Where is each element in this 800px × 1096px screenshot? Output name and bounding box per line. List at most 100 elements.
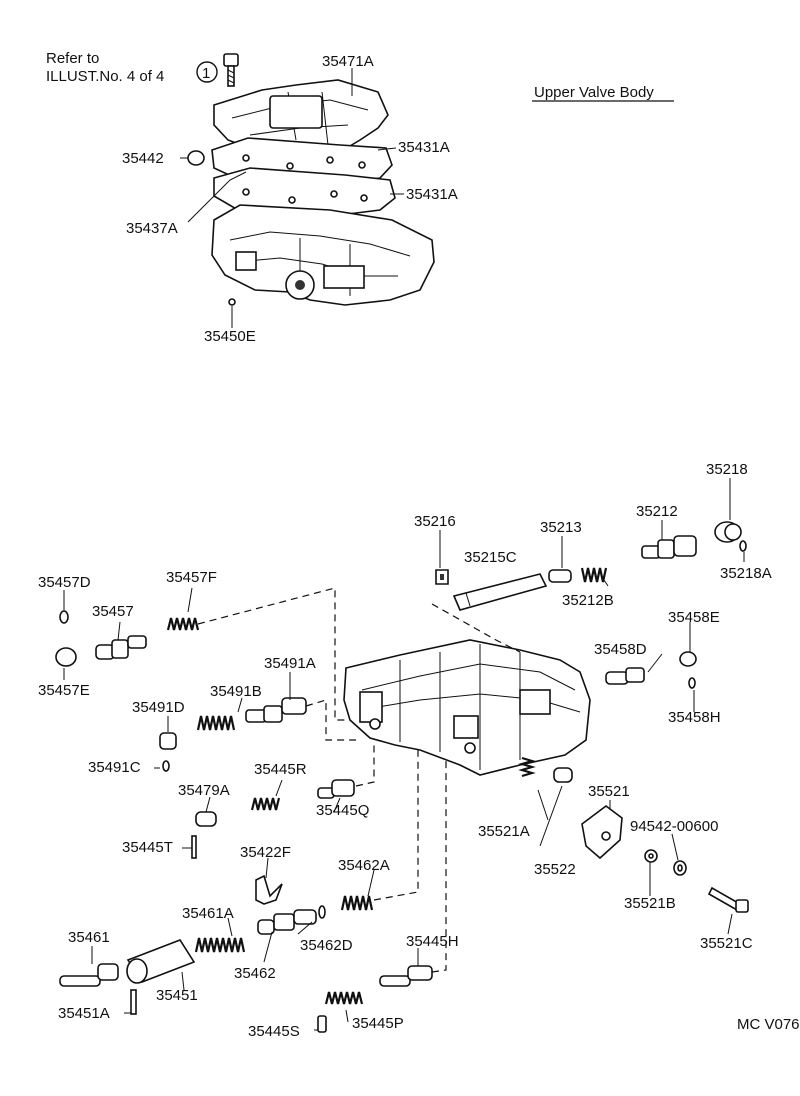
sleeve-35451 <box>126 939 196 984</box>
label-35431A-1: 35431A <box>398 139 450 156</box>
gasket-ring-35442 <box>187 150 205 166</box>
label-35451A: 35451A <box>58 1005 110 1022</box>
label-35422F: 35422F <box>240 844 291 861</box>
section-title: Upper Valve Body <box>534 84 654 101</box>
upper-valve-body <box>211 204 435 306</box>
label-35431A-2: 35431A <box>406 186 458 203</box>
label-35212: 35212 <box>636 503 678 520</box>
label-35213: 35213 <box>540 519 582 536</box>
label-35445P: 35445P <box>352 1015 404 1032</box>
valve-35461 <box>59 963 119 987</box>
diagram-code: MC V076 <box>737 1016 800 1033</box>
assembly-line-35491 <box>305 699 360 741</box>
refer-circle <box>196 61 218 83</box>
assembly-line-35445q <box>355 742 375 787</box>
spring-35445r <box>250 797 281 811</box>
valve-35491a <box>245 697 307 723</box>
label-35522: 35522 <box>534 861 576 878</box>
assembly-line-35445h <box>431 760 447 973</box>
plug-35522 <box>553 767 573 783</box>
label-35445S: 35445S <box>248 1023 300 1040</box>
label-35212B: 35212B <box>562 592 614 609</box>
label-35445R: 35445R <box>254 761 307 778</box>
clip-35458h <box>688 677 696 689</box>
sleeve-35215c <box>452 573 548 611</box>
label-35462D: 35462D <box>300 937 353 954</box>
label-35215C: 35215C <box>464 549 517 566</box>
refer-circle-number: 1 <box>202 65 210 82</box>
spring-35521a <box>518 756 536 778</box>
clip-35491c <box>162 760 170 772</box>
label-35457F: 35457F <box>166 569 217 586</box>
clip-35462d <box>318 905 326 919</box>
assembly-line-35215c <box>431 603 521 653</box>
plug-35479a <box>195 811 217 827</box>
valve-35457 <box>95 635 147 660</box>
label-35218A: 35218A <box>720 565 772 582</box>
valve-35445h <box>379 965 433 987</box>
label-35491C: 35491C <box>88 759 141 776</box>
label-35521B: 35521B <box>624 895 676 912</box>
refer-line-1: Refer to <box>46 50 99 67</box>
spring-35462a <box>340 895 374 911</box>
spring-35491b <box>196 715 236 731</box>
plug-35218 <box>714 521 742 543</box>
label-35461A: 35461A <box>182 905 234 922</box>
spring-35212b <box>580 567 608 583</box>
label-35457E: 35457E <box>38 682 90 699</box>
label-35457D: 35457D <box>38 574 91 591</box>
valve-35212 <box>641 535 697 559</box>
label-35461: 35461 <box>68 929 110 946</box>
label-35479A: 35479A <box>178 782 230 799</box>
washer-94542-00600 <box>673 860 687 876</box>
label-35451: 35451 <box>156 987 198 1004</box>
bolt-35521c <box>707 886 749 913</box>
label-35458D: 35458D <box>594 641 647 658</box>
label-35462A: 35462A <box>338 857 390 874</box>
label-35471A: 35471A <box>322 53 374 70</box>
accumulator-cover-35521 <box>581 805 623 860</box>
bolt-icon <box>223 53 239 87</box>
label-35437A: 35437A <box>126 220 178 237</box>
lower-valve-body <box>343 639 591 776</box>
label-35445T: 35445T <box>122 839 173 856</box>
label-35458E: 35458E <box>668 609 720 626</box>
washer-35521b <box>644 849 658 863</box>
plug-35457e <box>55 647 77 667</box>
pin-35445s <box>317 1015 327 1033</box>
valve-35458d <box>605 667 645 685</box>
label-35521A: 35521A <box>478 823 530 840</box>
assembly-line-35462 <box>373 750 419 901</box>
refer-line-2: ILLUST.No. 4 of 4 <box>46 68 164 85</box>
valve-35462 <box>257 909 317 935</box>
clip-35218a <box>739 540 747 552</box>
label-35445H: 35445H <box>406 933 459 950</box>
label-35521: 35521 <box>588 783 630 800</box>
plug-35458e <box>679 651 697 667</box>
ball-35450e <box>228 298 236 306</box>
label-35491D: 35491D <box>132 699 185 716</box>
retainer-35216 <box>435 569 449 585</box>
label-35216: 35216 <box>414 513 456 530</box>
label-35521C: 35521C <box>700 935 753 952</box>
pin-35451a <box>130 989 137 1015</box>
spring-35457f <box>166 617 200 631</box>
valve-35445q <box>317 779 355 799</box>
pin-35445t <box>191 835 197 859</box>
label-35445Q: 35445Q <box>316 802 369 819</box>
clip-35457d <box>59 610 69 624</box>
label-94542-00600: 94542-00600 <box>630 818 718 835</box>
spring-35461a <box>194 937 246 953</box>
plug-35491d <box>159 732 177 750</box>
clip-35422f <box>255 874 283 905</box>
label-35457: 35457 <box>92 603 134 620</box>
plug-35213 <box>548 569 572 583</box>
spring-35445p <box>324 991 364 1005</box>
label-35462: 35462 <box>234 965 276 982</box>
label-35218: 35218 <box>706 461 748 478</box>
label-35491B: 35491B <box>210 683 262 700</box>
assembly-line-35457 <box>197 587 346 721</box>
label-35450E: 35450E <box>204 328 256 345</box>
label-35491A: 35491A <box>264 655 316 672</box>
